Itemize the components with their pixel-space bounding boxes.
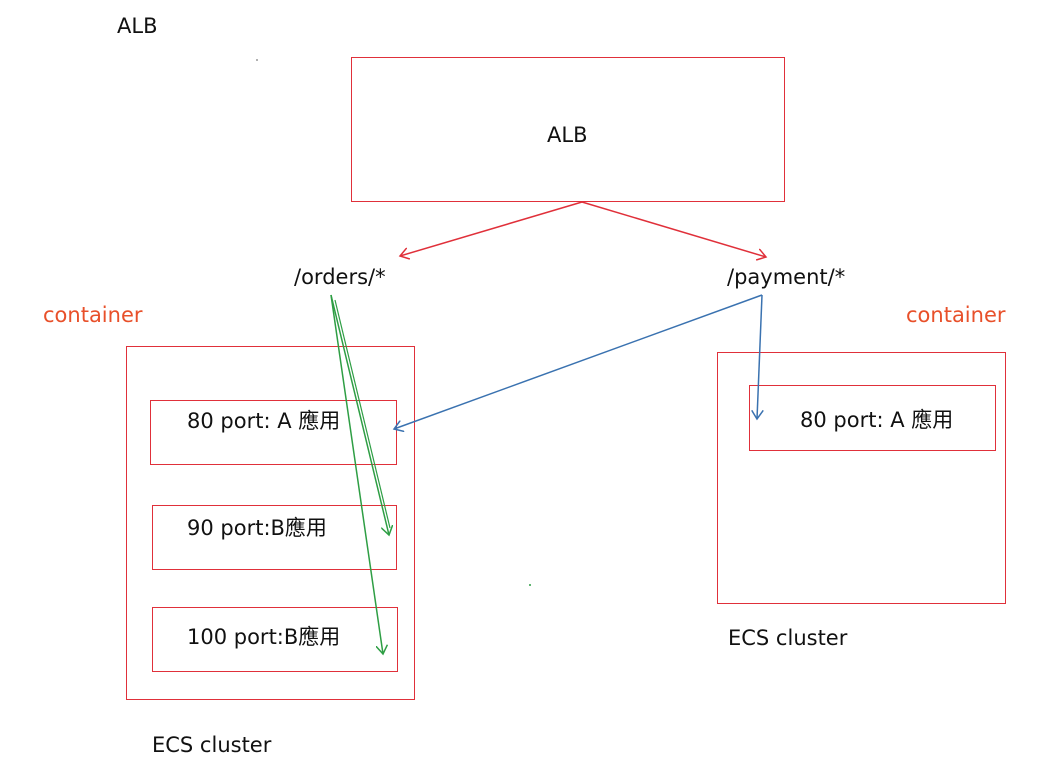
alb-to-orders-arrow bbox=[400, 201, 583, 256]
right-cluster-label: ECS cluster bbox=[728, 626, 848, 650]
left-service-90-label: 90 port:B應用 bbox=[187, 516, 327, 540]
left-ecs-cluster bbox=[126, 346, 415, 700]
orders-to-90-arrow-2 bbox=[334, 299, 391, 529]
orders-to-100-arrow bbox=[330, 294, 383, 654]
orders-to-90-arrow bbox=[330, 294, 389, 535]
payment-to-left-80-arrow bbox=[394, 294, 763, 429]
stray-dot bbox=[256, 59, 258, 61]
left-cluster-label: ECS cluster bbox=[152, 733, 272, 757]
right-container-label: container bbox=[906, 303, 1006, 327]
left-service-80 bbox=[150, 400, 397, 465]
left-service-80-label: 80 port: A 應用 bbox=[187, 409, 341, 433]
stray-dot bbox=[529, 584, 531, 586]
right-ecs-cluster bbox=[717, 352, 1006, 604]
alb-box bbox=[351, 57, 785, 202]
left-service-100-label: 100 port:B應用 bbox=[187, 625, 341, 649]
right-service-80-label: 80 port: A 應用 bbox=[800, 408, 954, 432]
left-service-100 bbox=[152, 607, 398, 672]
route-orders: /orders/* bbox=[294, 265, 386, 289]
diagram-title: ALB bbox=[117, 14, 158, 38]
right-service-80 bbox=[749, 385, 996, 451]
alb-box-label: ALB bbox=[547, 123, 588, 147]
left-service-90 bbox=[152, 505, 397, 570]
left-container-label: container bbox=[43, 303, 143, 327]
payment-to-right-80-arrow bbox=[757, 294, 762, 419]
route-payment: /payment/* bbox=[727, 265, 846, 289]
alb-to-payment-arrow bbox=[581, 201, 766, 257]
